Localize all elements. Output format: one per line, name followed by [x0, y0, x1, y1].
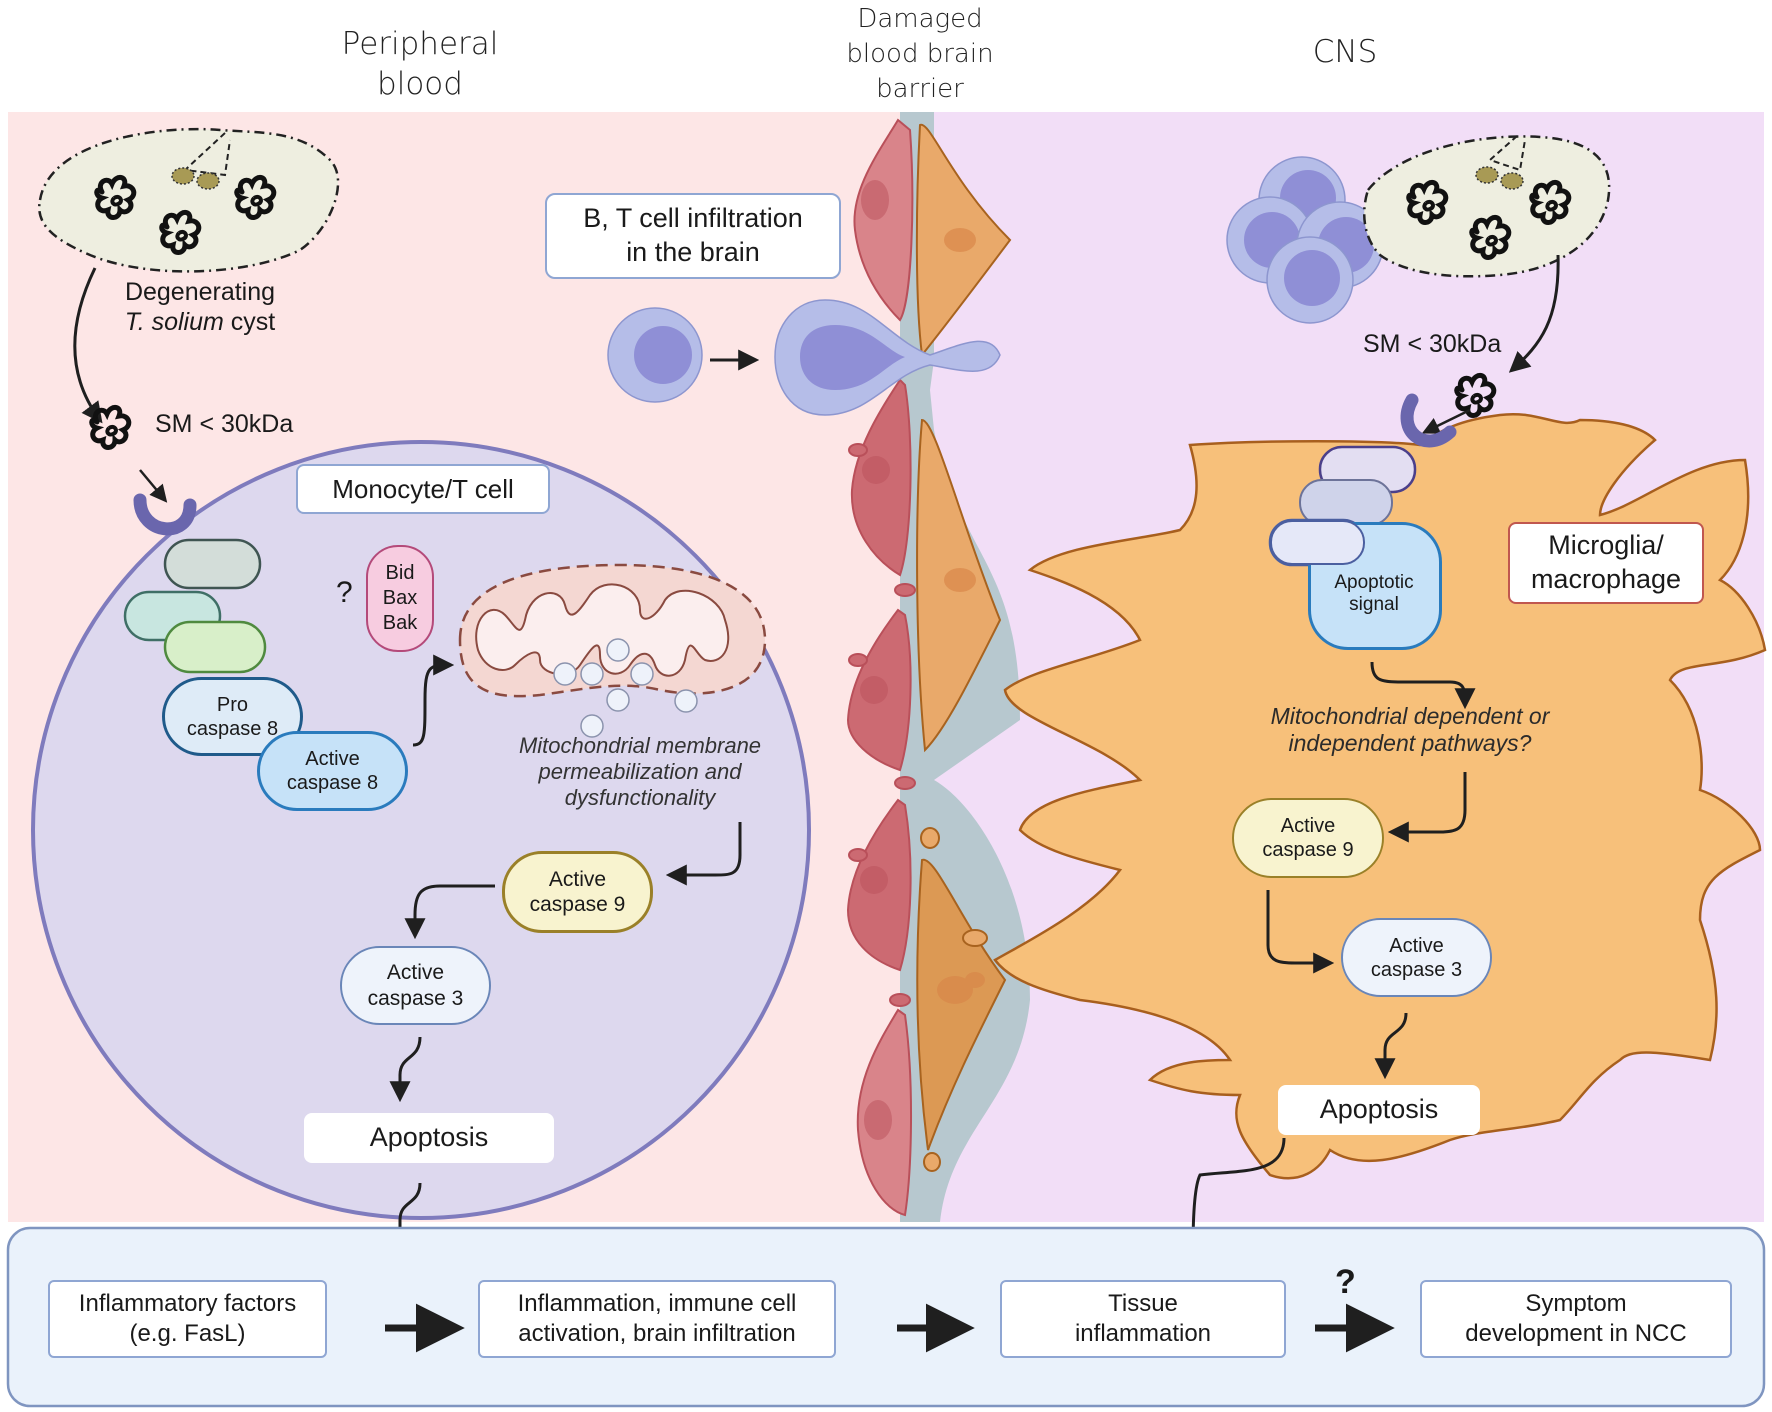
infiltration-label: B, T cell infiltration in the brain — [545, 193, 841, 279]
outcome-panel — [6, 1226, 1766, 1408]
bak-label: Bak — [382, 612, 418, 634]
active-caspase-9-right: Active caspase 9 — [1232, 798, 1384, 878]
microglia-macrophage — [993, 412, 1767, 1180]
header-cns: CNS — [1312, 34, 1378, 70]
cyst-word: cyst — [223, 307, 276, 336]
step-inflammation-activation: Inflammation, immune cell activation, br… — [478, 1280, 836, 1358]
arrow-signal-to-pathway — [1370, 661, 1476, 710]
cyst-caption-line2: T. solium cyst — [100, 308, 300, 338]
step-symptom-development: Symptom development in NCC — [1420, 1280, 1732, 1358]
sm-molecule-left-icon — [92, 407, 129, 447]
arrow-cyst-to-sm-left — [73, 267, 103, 424]
apoptosis-right: Apoptosis — [1278, 1085, 1480, 1135]
step-tissue-inflammation: Tissue inflammation — [1000, 1280, 1286, 1358]
degenerating-cyst-right — [1362, 135, 1611, 278]
apoptotic-signal-label: Apoptotic signal — [1334, 572, 1414, 616]
adaptor-protein-3 — [163, 620, 267, 674]
sm-label-right: SM < 30kDa — [1363, 330, 1502, 358]
active-caspase-8-left: Active caspase 8 — [257, 731, 408, 811]
adaptor-protein-r3-overlay — [1270, 520, 1365, 565]
mitochondrion-icon — [458, 563, 767, 738]
arrow-apoptosis-to-tissue — [1182, 1137, 1286, 1255]
arrow-cyst-to-sm-right — [1508, 254, 1560, 373]
pathway-question: Mitochondrial dependent or independent p… — [1270, 703, 1550, 757]
arrow-casp3-to-apoptosis-right — [1374, 1012, 1408, 1080]
uncertain-link-mark: ? — [1335, 1263, 1356, 1301]
cyst-caption-left: Degenerating T. solium cyst — [100, 278, 300, 337]
monocyte-t-cell-label: Monocyte/T cell — [296, 464, 550, 514]
adaptor-protein-r2 — [1299, 479, 1393, 526]
question-mark-bcl: ? — [336, 576, 353, 609]
transmigrating-lymphocyte-icon — [774, 299, 1001, 416]
arrow-sm-to-receptor-left — [139, 469, 168, 503]
degenerating-cyst-left — [37, 127, 340, 273]
adaptor-protein-1 — [163, 538, 262, 590]
arrow-apoptosis-to-factors — [389, 1182, 422, 1250]
bcl2-family-box: Bid Bax Bak — [366, 545, 434, 652]
bax-label: Bax — [382, 587, 418, 609]
microglia-label: Microglia/ macrophage — [1508, 522, 1704, 604]
receptor-left-icon — [133, 493, 197, 536]
arrow-casp9-to-casp3-left — [404, 884, 495, 940]
arrow-casp9-to-casp3-right — [1266, 890, 1335, 974]
species-name: T. solium — [124, 307, 224, 336]
lymphocyte-icon — [607, 307, 703, 403]
cyst-caption-line1: Degenerating — [124, 278, 276, 306]
bid-label: Bid — [385, 562, 415, 584]
sm-label-left: SM < 30kDa — [155, 410, 294, 438]
apoptosis-left: Apoptosis — [304, 1113, 554, 1163]
step-inflammatory-factors: Inflammatory factors (e.g. FasL) — [48, 1280, 327, 1358]
blood-brain-barrier — [846, 112, 1030, 1222]
arrow-casp8-to-mito — [412, 654, 455, 747]
arrow-pathway-to-casp9-right — [1387, 772, 1467, 843]
sm-molecule-right-icon — [1457, 375, 1494, 415]
header-peripheral-blood: Peripheral blood — [341, 26, 499, 102]
mito-caption: Mitochondrial membrane permeabilization … — [518, 733, 762, 810]
header-damaged-bbb: Damaged blood brain barrier — [846, 4, 994, 104]
immune-cell-cluster — [1226, 156, 1384, 324]
receptor-right-icon — [1400, 393, 1457, 448]
arrow-sm-to-receptor-right — [1421, 408, 1471, 434]
active-caspase-3-right: Active caspase 3 — [1341, 918, 1492, 997]
arrow-casp3-to-apoptosis-left — [389, 1036, 422, 1103]
active-caspase-9-left: Active caspase 9 — [502, 851, 653, 933]
active-caspase-3-left: Active caspase 3 — [340, 946, 491, 1025]
arrow-mito-to-casp9-left — [665, 822, 742, 886]
